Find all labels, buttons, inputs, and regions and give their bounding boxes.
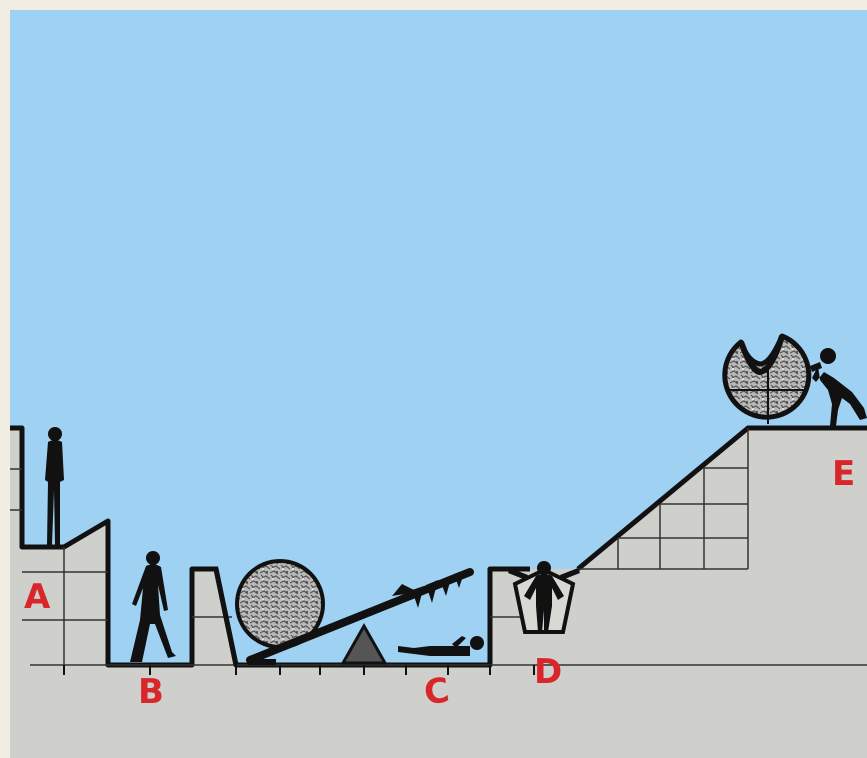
left-frame — [0, 0, 10, 758]
label-e: E — [832, 454, 855, 494]
label-a: A — [24, 577, 51, 617]
top-frame — [0, 0, 867, 10]
label-d: D — [534, 652, 562, 692]
label-b: B — [138, 672, 164, 712]
